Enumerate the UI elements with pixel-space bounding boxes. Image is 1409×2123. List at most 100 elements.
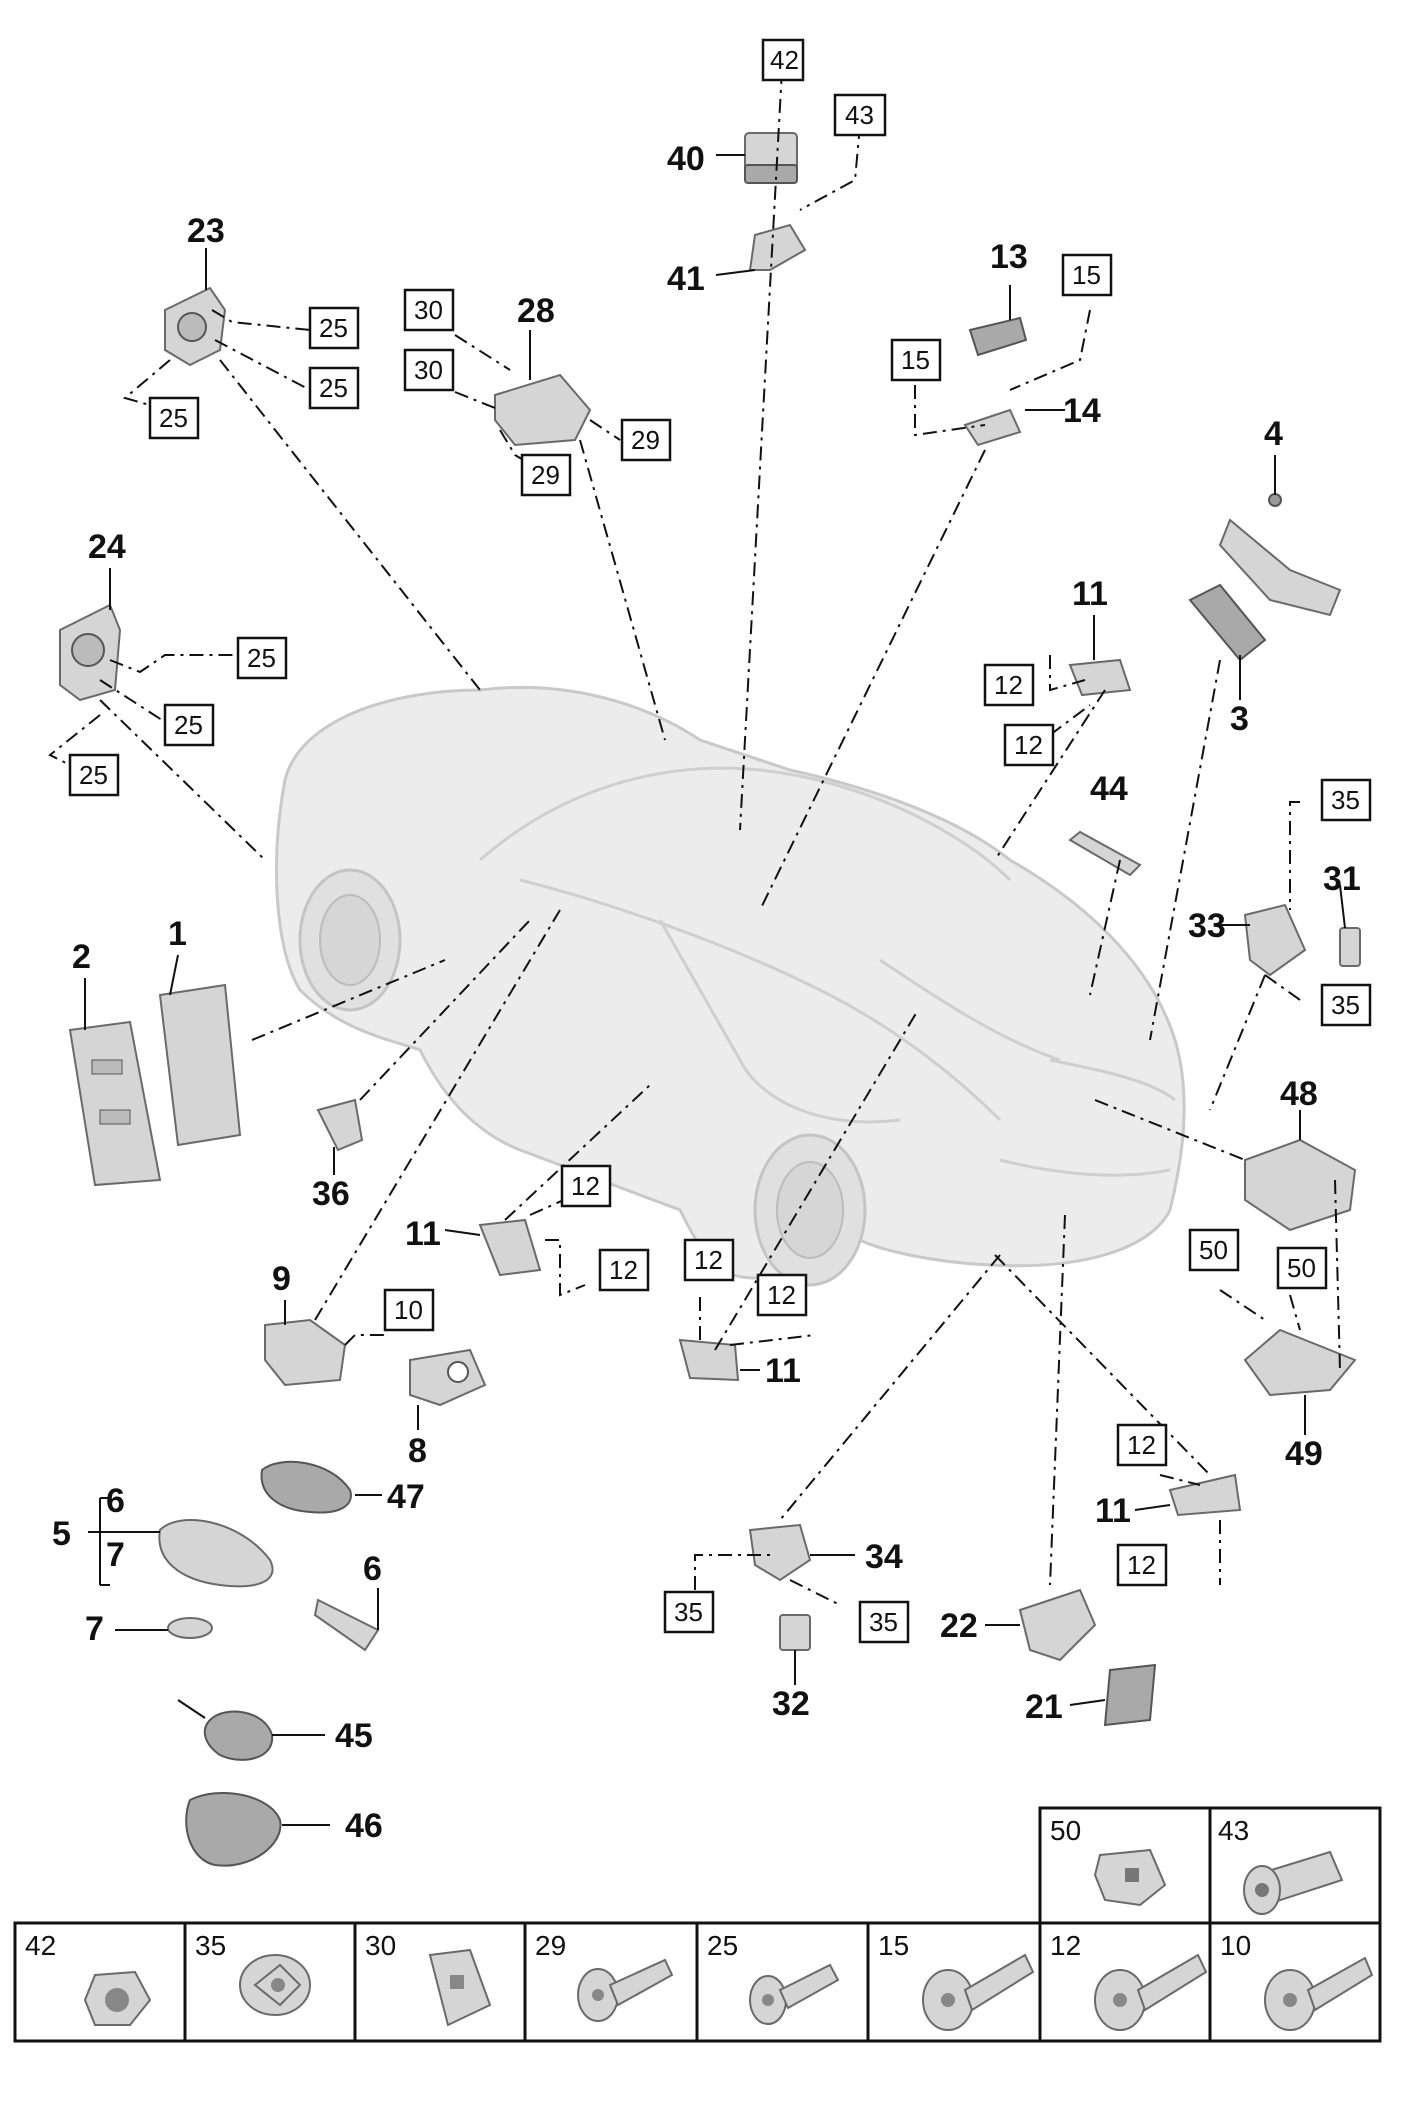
callout-33: 33 xyxy=(1188,907,1226,945)
part-8-ring xyxy=(409,1348,487,1407)
callout-6: 6 xyxy=(363,1550,382,1588)
callout-31: 31 xyxy=(1323,860,1361,898)
callout-1: 1 xyxy=(168,915,187,953)
part-14-bracket xyxy=(963,408,1022,447)
callout-13: 13 xyxy=(990,238,1028,276)
part-49-bracket xyxy=(1243,1328,1357,1397)
fastener-legend: 50 43 42 35 30 29 25 15 12 10 xyxy=(13,1806,1382,2043)
ref-box-12-d: 12 xyxy=(609,1255,638,1285)
callout-45: 45 xyxy=(335,1717,373,1755)
callout-36: 36 xyxy=(312,1175,350,1213)
part-23-bracket xyxy=(164,286,227,367)
part-46-key-cover xyxy=(185,1792,282,1867)
ref-box-25-d: 25 xyxy=(247,643,276,673)
callout-6-bracket: 6 xyxy=(106,1482,125,1520)
callout-42-module: 40 xyxy=(667,140,705,178)
part-33-bracket xyxy=(1243,903,1307,977)
ref-box-25-b: 25 xyxy=(319,373,348,403)
clip-30-icon xyxy=(428,1948,492,2027)
legend-label-35: 35 xyxy=(195,1930,226,1961)
callout-11-top: 11 xyxy=(1072,575,1108,613)
part-11-sensor-a xyxy=(1068,658,1132,697)
part-7-battery xyxy=(167,1617,213,1639)
ref-box-29-right: 29 xyxy=(631,425,660,455)
car-body xyxy=(275,685,1186,1287)
part-24-bracket xyxy=(59,603,122,702)
ref-box-42: 42 xyxy=(770,45,799,75)
ref-box-35-a: 35 xyxy=(1331,785,1360,815)
part-44-strip xyxy=(1068,830,1142,877)
part-1-control-unit xyxy=(158,983,242,1147)
legend-label-25: 25 xyxy=(707,1930,738,1961)
callout-11-left: 11 xyxy=(405,1215,441,1253)
bolt-12-icon xyxy=(1094,1953,1208,2031)
bolt-10-icon xyxy=(1264,1956,1374,2031)
part-21-sensor xyxy=(1103,1663,1157,1727)
ref-box-12-h: 12 xyxy=(1127,1550,1156,1580)
legend-label-15: 15 xyxy=(878,1930,909,1961)
ref-box-29-left: 29 xyxy=(531,460,560,490)
callout-23: 23 xyxy=(187,212,225,250)
ref-box-12-g: 12 xyxy=(1127,1430,1156,1460)
part-48-control-unit xyxy=(1244,1138,1357,1232)
ref-box-30-bottom: 30 xyxy=(414,355,443,385)
ref-box-50-left: 50 xyxy=(1199,1235,1228,1265)
bolt-43-icon xyxy=(1243,1850,1344,1915)
ref-box-12-b: 12 xyxy=(1014,730,1043,760)
callout-4: 4 xyxy=(1264,415,1283,453)
legend-label-43: 43 xyxy=(1218,1815,1249,1846)
callout-11-mid: 11 xyxy=(765,1352,801,1390)
callout-2: 2 xyxy=(72,938,91,976)
callout-21: 21 xyxy=(1025,1688,1063,1726)
part-13-sensor xyxy=(968,316,1028,357)
callout-49: 49 xyxy=(1285,1435,1323,1473)
part-45-key xyxy=(177,1699,274,1761)
legend-label-10: 10 xyxy=(1220,1930,1251,1961)
ref-box-35-b: 35 xyxy=(1331,990,1360,1020)
part-11-sensor-b xyxy=(478,1218,542,1277)
ref-box-10: 10 xyxy=(394,1295,423,1325)
callout-44: 44 xyxy=(1090,770,1128,808)
legend-label-12: 12 xyxy=(1050,1930,1081,1961)
callout-7: 7 xyxy=(85,1610,104,1648)
callout-46: 46 xyxy=(345,1807,383,1845)
ref-box-12-e: 12 xyxy=(694,1245,723,1275)
callout-11-right: 11 xyxy=(1095,1492,1131,1530)
fastener-links xyxy=(48,309,1341,1606)
ref-box-12-c: 12 xyxy=(571,1171,600,1201)
ref-box-25-a: 25 xyxy=(319,313,348,343)
bolt-25-icon xyxy=(749,1963,840,2025)
part-34-bracket xyxy=(748,1523,812,1582)
nut-42-icon xyxy=(83,1970,152,2026)
part-40-module xyxy=(744,132,798,184)
part-36-bracket xyxy=(316,1098,364,1152)
assembly-lines xyxy=(99,69,1266,1586)
callout-48: 48 xyxy=(1280,1075,1318,1113)
callout-5: 5 xyxy=(52,1515,71,1553)
part-2-holder xyxy=(68,1020,162,1187)
bolt-15-icon xyxy=(922,1953,1035,2031)
ref-box-50-right: 50 xyxy=(1287,1253,1316,1283)
ref-box-15-left: 15 xyxy=(901,345,930,375)
part-4-bracket xyxy=(1218,493,1342,617)
nut-50-icon xyxy=(1093,1848,1167,1907)
callout-22: 22 xyxy=(940,1607,978,1645)
ref-box-35-d: 35 xyxy=(869,1607,898,1637)
callout-34: 34 xyxy=(865,1538,903,1576)
callout-14: 14 xyxy=(1063,392,1101,430)
callout-numbers: 40 41 13 14 23 28 24 4 11 3 44 31 33 1 2… xyxy=(52,140,1361,1845)
part-32-module xyxy=(779,1614,811,1651)
callout-41: 41 xyxy=(667,260,705,298)
part-3-antenna xyxy=(1188,583,1267,662)
ref-box-25-c: 25 xyxy=(159,403,188,433)
part-11-sensor-d xyxy=(1168,1473,1242,1517)
ref-box-30-top: 30 xyxy=(414,295,443,325)
part-47-key xyxy=(260,1460,352,1514)
part-6-7-key-shell xyxy=(158,1519,274,1588)
ref-box-12-a: 12 xyxy=(994,670,1023,700)
part-22-bracket xyxy=(1018,1588,1097,1662)
ref-box-35-c: 35 xyxy=(674,1597,703,1627)
legend-label-42: 42 xyxy=(25,1930,56,1961)
